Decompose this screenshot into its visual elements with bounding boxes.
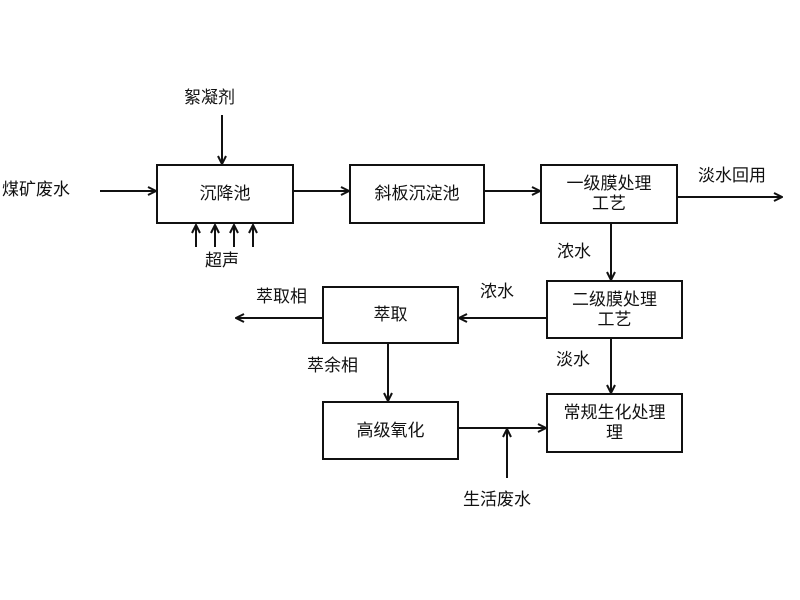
node-label-line2: 工艺 [597, 309, 632, 330]
label-coal-mine-wastewater: 煤矿废水 [2, 180, 70, 200]
node-inclined-plate-settler: 斜板沉淀池 [349, 164, 485, 224]
label-raffinate-phase: 萃余相 [307, 356, 358, 376]
label-fresh-water-2: 淡水 [556, 350, 590, 370]
node-label-line1: 常规生化处理 [563, 403, 666, 423]
label-flocculant: 絮凝剂 [184, 88, 235, 108]
node-advanced-oxidation: 高级氧化 [322, 401, 459, 460]
node-label-line2: 理 [606, 423, 623, 443]
node-label: 萃取 [373, 305, 408, 325]
node-label: 斜板沉淀池 [374, 184, 460, 204]
label-concentrate-1: 浓水 [557, 242, 591, 262]
node-label-line2: 工艺 [592, 194, 626, 214]
label-ultrasound: 超声 [205, 251, 239, 271]
node-membrane-stage-2: 二级膜处理 工艺 [546, 280, 683, 339]
node-membrane-stage-1: 一级膜处理 工艺 [540, 164, 678, 224]
node-label: 高级氧化 [356, 420, 425, 441]
node-conventional-biochem: 常规生化处理 理 [546, 393, 683, 453]
node-extraction: 萃取 [322, 286, 459, 344]
node-label-line1: 二级膜处理 [572, 289, 657, 310]
label-concentrate-2: 浓水 [480, 282, 514, 302]
node-label-line1: 一级膜处理 [566, 174, 652, 194]
node-label: 沉降池 [199, 184, 251, 204]
node-settling-tank: 沉降池 [156, 164, 294, 224]
label-extract-phase: 萃取相 [256, 287, 307, 307]
label-domestic-wastewater: 生活废水 [463, 490, 531, 510]
label-fresh-water-reuse: 淡水回用 [698, 166, 766, 186]
